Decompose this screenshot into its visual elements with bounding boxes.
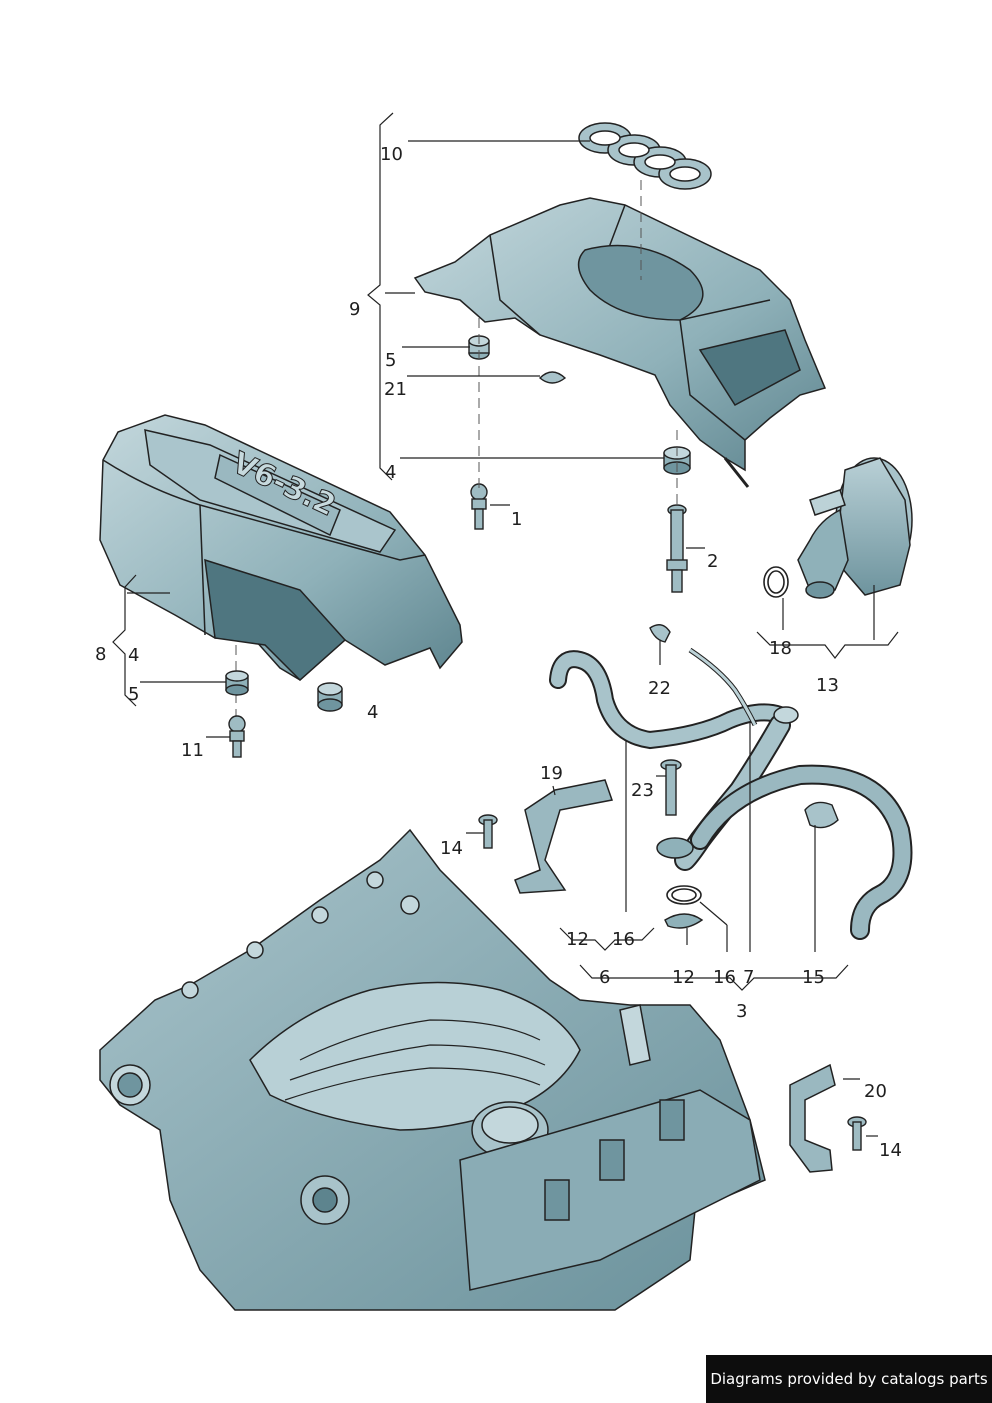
callout-2: 2	[707, 551, 719, 572]
callout-23: 23	[631, 780, 654, 801]
callout-4-grommet: 4	[367, 702, 379, 723]
bolt-14-right	[847, 1116, 867, 1151]
seal-ring-16	[666, 885, 702, 905]
credit-banner: Diagrams provided by catalogs parts	[706, 1355, 992, 1403]
engine-block	[99, 828, 766, 1311]
clip-21	[538, 371, 567, 384]
callout-5-left: 5	[128, 684, 140, 705]
callout-20: 20	[864, 1081, 887, 1102]
ball-stud-11	[228, 715, 246, 758]
callout-18: 18	[769, 638, 792, 659]
grommet-4-left	[317, 682, 343, 712]
callout-16: 16	[612, 929, 635, 950]
callout-21: 21	[384, 379, 407, 400]
callout-14-right: 14	[879, 1140, 902, 1161]
callout-14: 14	[440, 838, 463, 859]
grouping-brackets	[112, 112, 899, 991]
callout-1: 1	[511, 509, 523, 530]
audi-rings-emblem	[578, 122, 712, 190]
callout-5: 5	[385, 350, 397, 371]
callout-16-lower: 16	[713, 967, 736, 988]
callout-22: 22	[648, 678, 671, 699]
retaining-ring-12	[664, 913, 704, 929]
callout-3: 3	[736, 1001, 748, 1022]
hose-clamp-15	[804, 801, 839, 829]
callout-12-lower: 12	[672, 967, 695, 988]
stud-2	[666, 504, 688, 593]
callout-10: 10	[380, 144, 403, 165]
ball-stud-1	[470, 483, 488, 530]
callout-4-left: 4	[128, 645, 140, 666]
left-engine-cover	[99, 414, 463, 682]
breather-hose-assembly	[549, 647, 913, 940]
oil-separator	[797, 457, 913, 599]
callout-leader-lines	[127, 140, 878, 1137]
callout-11: 11	[181, 740, 204, 761]
callout-12: 12	[566, 929, 589, 950]
callout-8: 8	[95, 644, 107, 665]
bracket-19	[514, 779, 613, 894]
upper-engine-cover	[413, 197, 827, 488]
bolt-23	[660, 759, 682, 816]
callout-19: 19	[540, 763, 563, 784]
callout-7: 7	[743, 967, 755, 988]
grommet-5-left	[225, 670, 249, 696]
callout-15: 15	[802, 967, 825, 988]
hose-clamp-22	[649, 624, 671, 643]
callout-13: 13	[816, 675, 839, 696]
callout-4: 4	[385, 462, 397, 483]
bolt-14-left	[478, 814, 498, 849]
seal-ring-18	[763, 566, 789, 598]
bracket-20	[789, 1063, 836, 1173]
callout-9: 9	[349, 299, 361, 320]
callout-6: 6	[599, 967, 611, 988]
